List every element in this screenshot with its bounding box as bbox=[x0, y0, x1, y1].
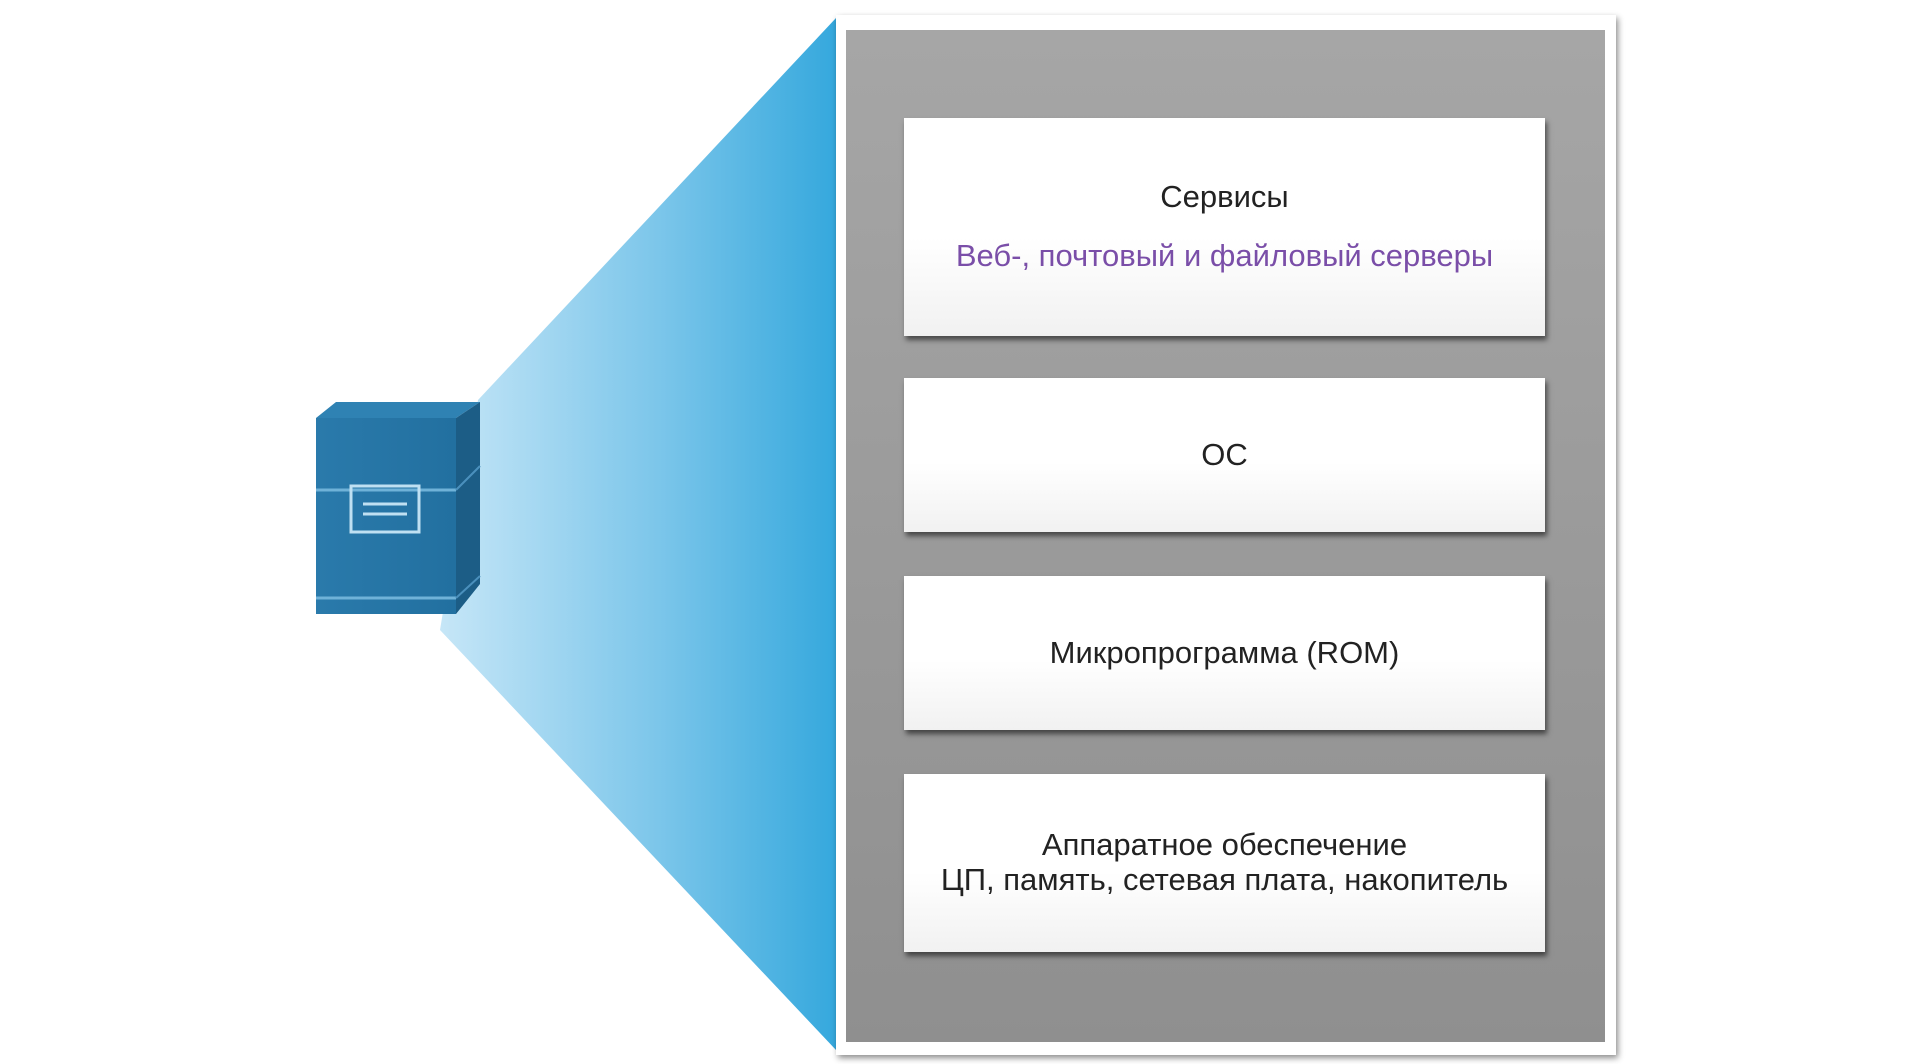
layer-services: Сервисы Веб-, почтовый и файловый сервер… bbox=[904, 118, 1545, 336]
hardware-title: Аппаратное обеспечение bbox=[1041, 827, 1408, 863]
services-detail: Веб-, почтовый и файловый серверы bbox=[955, 238, 1494, 273]
os-title: ОС bbox=[1201, 436, 1248, 472]
layer-firmware: Микропрограмма (ROM) bbox=[904, 576, 1545, 730]
server-icon bbox=[316, 402, 481, 614]
services-title: Сервисы bbox=[1160, 179, 1289, 215]
projection-beam bbox=[440, 18, 836, 1050]
layer-hardware: Аппаратное обеспечение ЦП, память, сетев… bbox=[904, 774, 1545, 952]
firmware-title: Микропрограмма (ROM) bbox=[1049, 634, 1400, 670]
layer-os: ОС bbox=[904, 378, 1545, 532]
server-panel-icon bbox=[349, 484, 421, 534]
hardware-detail: ЦП, память, сетевая плата, накопитель bbox=[940, 862, 1509, 897]
